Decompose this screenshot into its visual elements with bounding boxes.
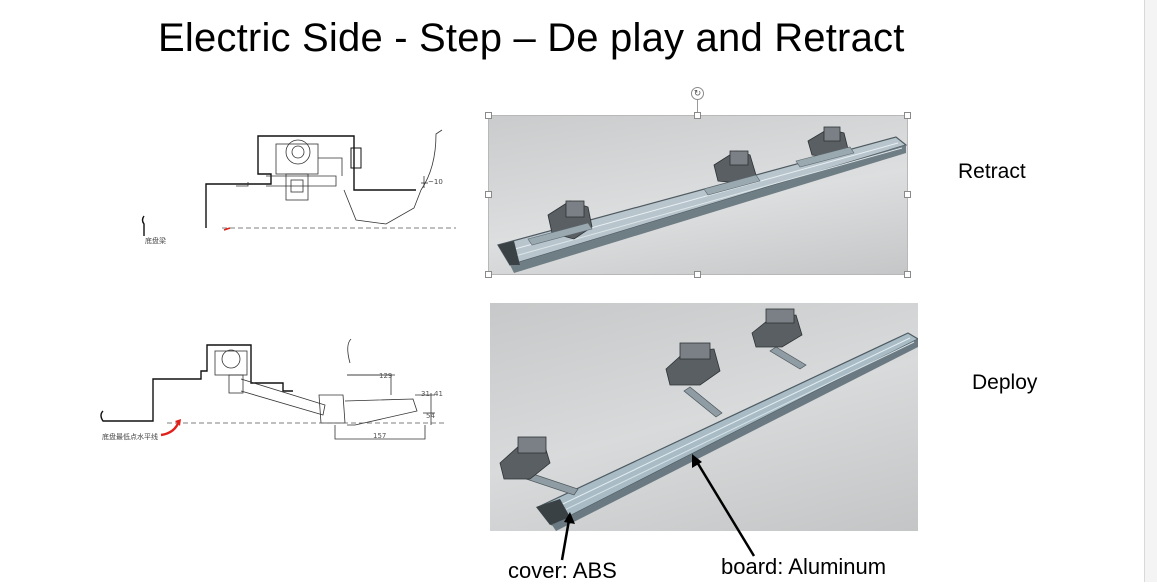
vertical-scrollbar[interactable] xyxy=(1144,0,1157,582)
resize-handle-left[interactable] xyxy=(485,191,492,198)
retract-render-image[interactable] xyxy=(488,115,908,275)
deploy-label[interactable]: Deploy xyxy=(972,371,1038,394)
deploy-render-image[interactable] xyxy=(490,303,918,531)
retract-drawing-note: 底盘梁 xyxy=(145,237,166,245)
resize-handle-top-right[interactable] xyxy=(904,112,911,119)
retract-dimension-label: ~10 xyxy=(428,178,443,186)
deploy-dim-side-c: 54 xyxy=(426,412,435,420)
rotate-handle-icon[interactable]: ↻ xyxy=(691,87,704,100)
deploy-dim-side-a: 31 xyxy=(421,390,430,398)
deploy-drawing-note: 底盘最低点水平线 xyxy=(102,433,158,441)
retract-technical-drawing[interactable]: ~10 xyxy=(136,128,466,258)
deploy-dim-top: 129 xyxy=(379,372,392,380)
cover-material-callout[interactable]: cover: ABS xyxy=(508,558,617,583)
resize-handle-bottom[interactable] xyxy=(694,271,701,278)
deploy-dim-side-b: 41 xyxy=(434,390,443,398)
resize-handle-top-left[interactable] xyxy=(485,112,492,119)
resize-handle-top[interactable] xyxy=(694,112,701,119)
board-material-callout[interactable]: board: Aluminum xyxy=(721,554,887,579)
resize-handle-right[interactable] xyxy=(904,191,911,198)
resize-handle-bottom-left[interactable] xyxy=(485,271,492,278)
rotate-handle-stem xyxy=(697,100,698,112)
resize-handle-bottom-right[interactable] xyxy=(904,271,911,278)
retract-label[interactable]: Retract xyxy=(958,160,1026,183)
slide-title[interactable]: Electric Side - Step – De play and Retra… xyxy=(158,16,905,60)
deploy-dim-bottom: 157 xyxy=(373,432,386,440)
deploy-technical-drawing[interactable]: 129 31 41 54 157 xyxy=(95,335,455,445)
